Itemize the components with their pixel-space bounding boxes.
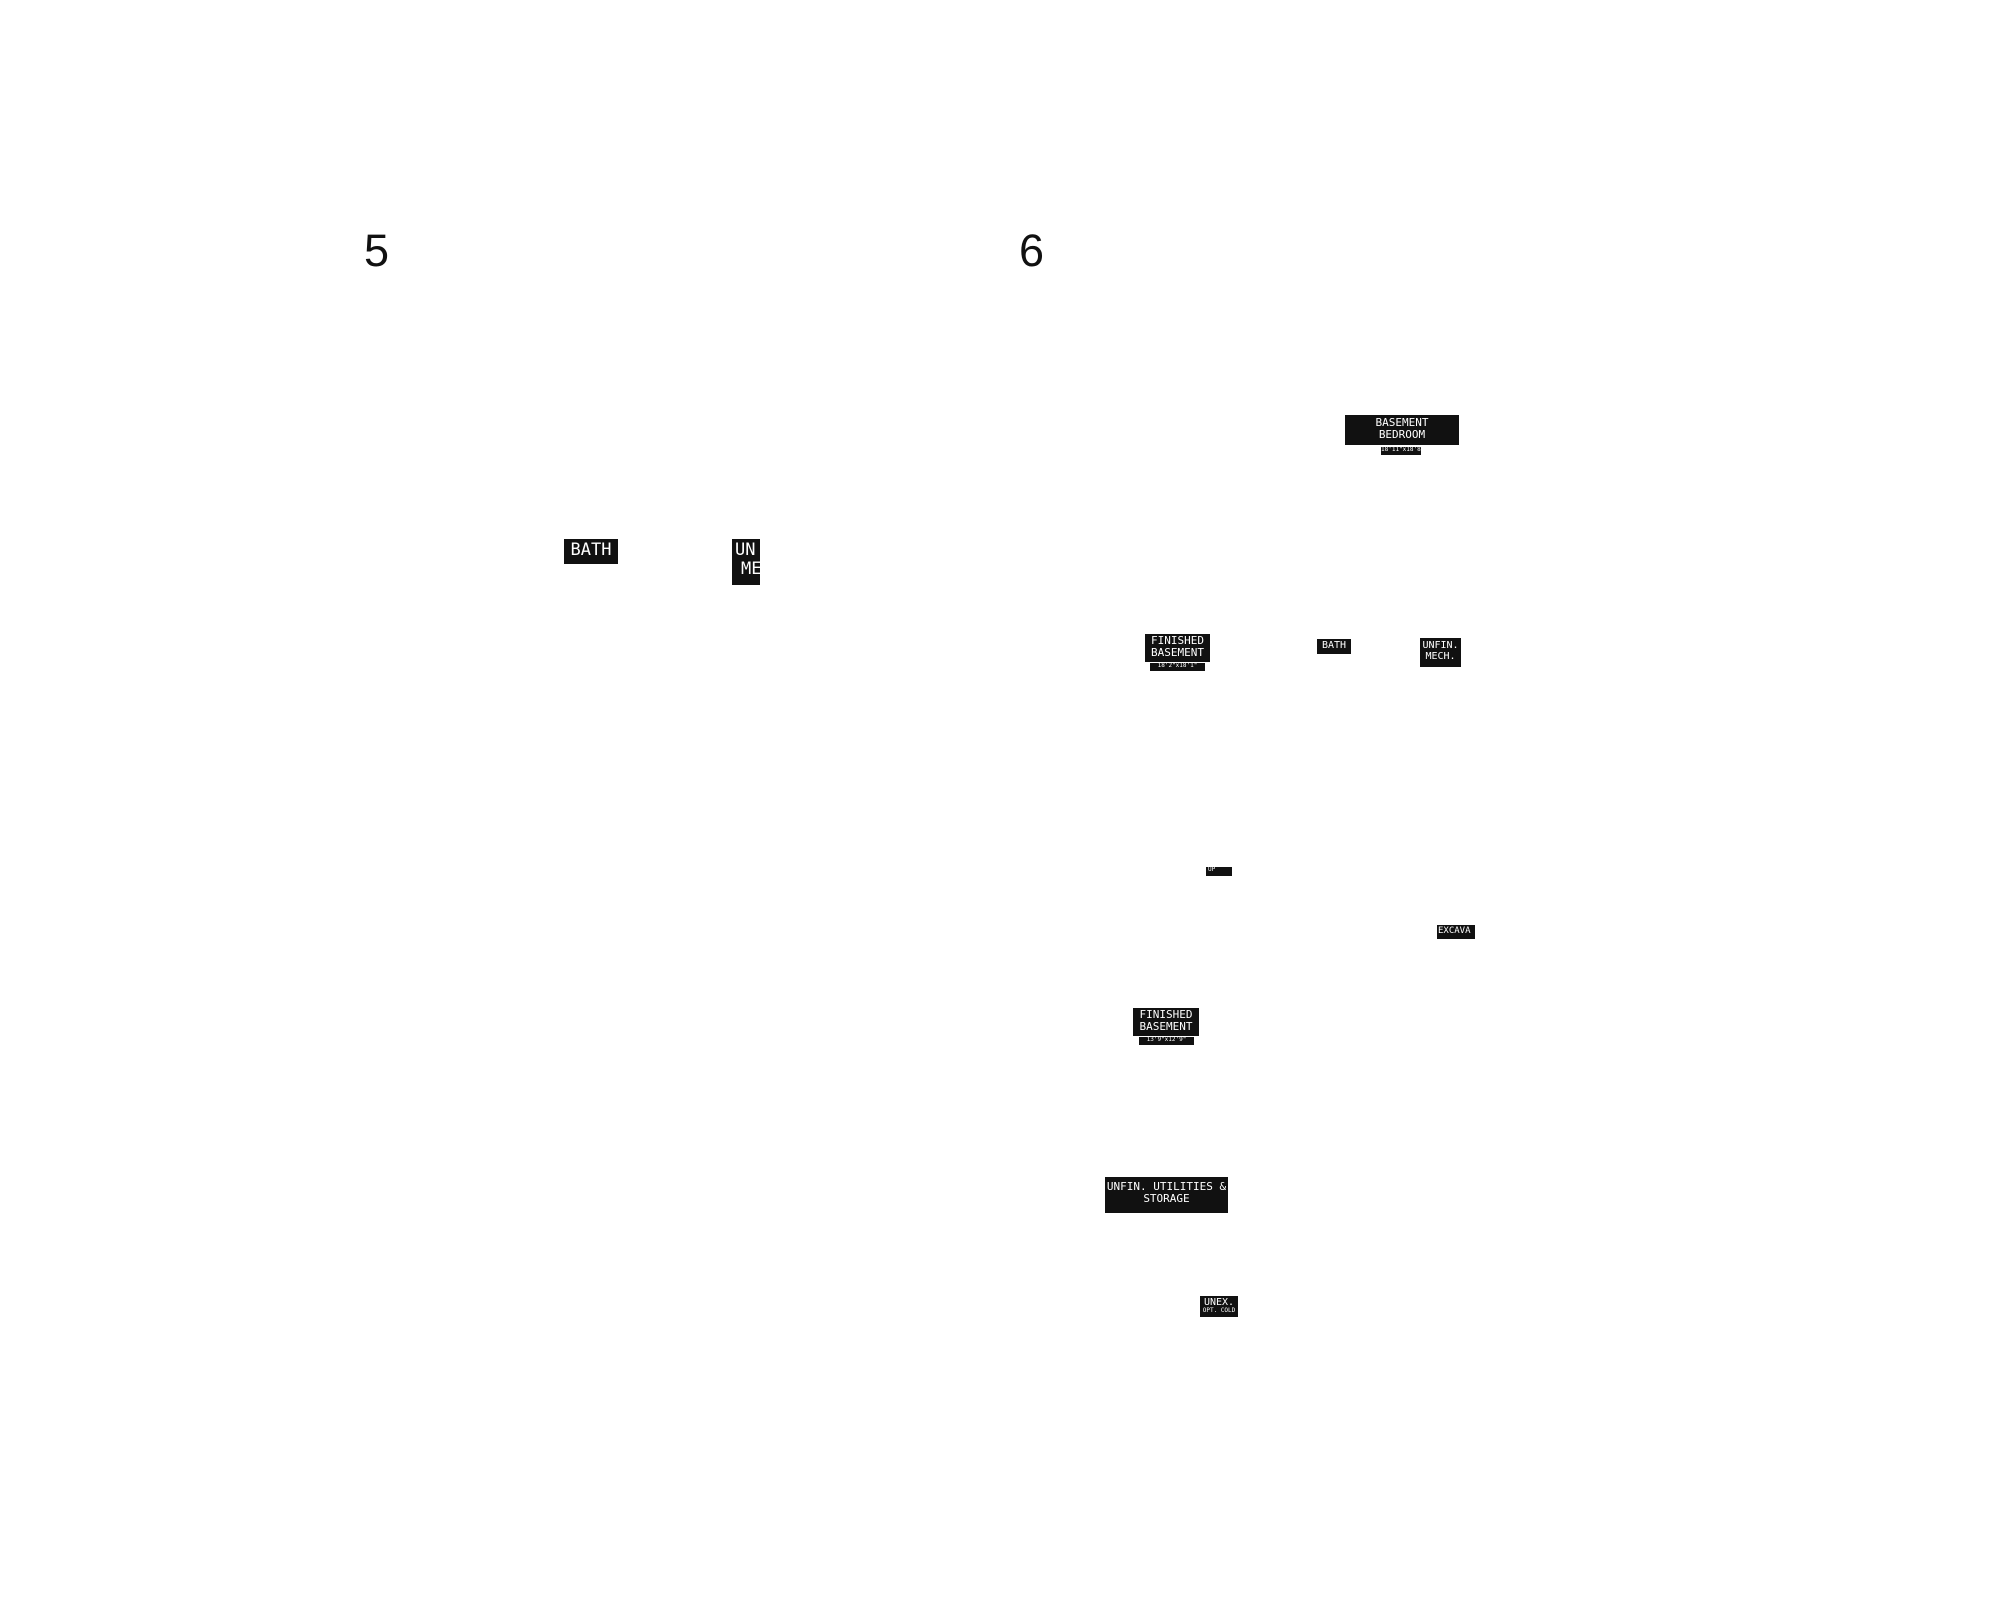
unex-cold-storage-label: UNEX. OPT. COLD bbox=[1200, 1296, 1238, 1317]
unfin-mech-line1: UNFIN. bbox=[1422, 640, 1459, 651]
unfin-mech-label-line1: UN bbox=[735, 540, 756, 560]
unfin-mech-label: UNFIN. MECH. bbox=[1420, 638, 1461, 667]
finished-basement-line2: BASEMENT bbox=[1151, 646, 1204, 660]
finished-basement-line1: FINISHED bbox=[1139, 1008, 1193, 1021]
finished-basement-label: FINISHED BASEMENT bbox=[1133, 1008, 1199, 1036]
finished-basement-dimensions: 18'2"x18'1" bbox=[1150, 663, 1205, 671]
unfin-mech-label-line2: ME bbox=[741, 559, 760, 580]
bath-label: BATH bbox=[564, 539, 618, 564]
bath-label-text: BATH bbox=[570, 540, 612, 560]
up-arrow-label: UP bbox=[1206, 867, 1232, 876]
unfin-mech-label: UN ME bbox=[732, 539, 760, 585]
basement-bedroom-dimensions: 18'11"x18'8" bbox=[1381, 447, 1421, 455]
unfin-mech-line2: MECH. bbox=[1425, 651, 1456, 663]
basement-bedroom-line1: BASEMENT bbox=[1375, 416, 1429, 429]
basement-bedroom-line2: BEDROOM bbox=[1378, 428, 1426, 442]
finished-basement-dimensions: 13'9"x12'9" bbox=[1139, 1037, 1194, 1045]
panel-number: 6 bbox=[1019, 225, 1045, 276]
bath-label-text: BATH bbox=[1321, 640, 1347, 651]
unex-line1: UNEX. bbox=[1203, 1297, 1235, 1308]
bath-label: BATH bbox=[1317, 639, 1351, 654]
up-label-text: UP bbox=[1208, 867, 1216, 873]
unfin-utilities-line2: STORAGE bbox=[1143, 1192, 1190, 1206]
unex-line2: OPT. COLD bbox=[1202, 1307, 1236, 1315]
finished-basement-line2: BASEMENT bbox=[1139, 1020, 1193, 1034]
excavation-label: EXCAVA bbox=[1437, 925, 1475, 939]
excavation-label-text: EXCAVA bbox=[1438, 926, 1471, 936]
unfin-utilities-storage-label: UNFIN. UTILITIES & STORAGE bbox=[1105, 1177, 1228, 1213]
panel-number: 5 bbox=[364, 225, 390, 276]
finished-basement-label: FINISHED BASEMENT bbox=[1145, 634, 1210, 662]
floor-plan-panel-5: 5 BATH UN ME bbox=[0, 0, 760, 1613]
floor-plan-panel-6: 6 BASEMENT BEDROOM 18'11"x18'8" FINISHED… bbox=[1000, 0, 2000, 1613]
unfin-utilities-line1: UNFIN. UTILITIES & bbox=[1106, 1180, 1227, 1193]
basement-bedroom-label: BASEMENT BEDROOM bbox=[1345, 415, 1459, 445]
finished-basement-line1: FINISHED bbox=[1151, 634, 1204, 647]
